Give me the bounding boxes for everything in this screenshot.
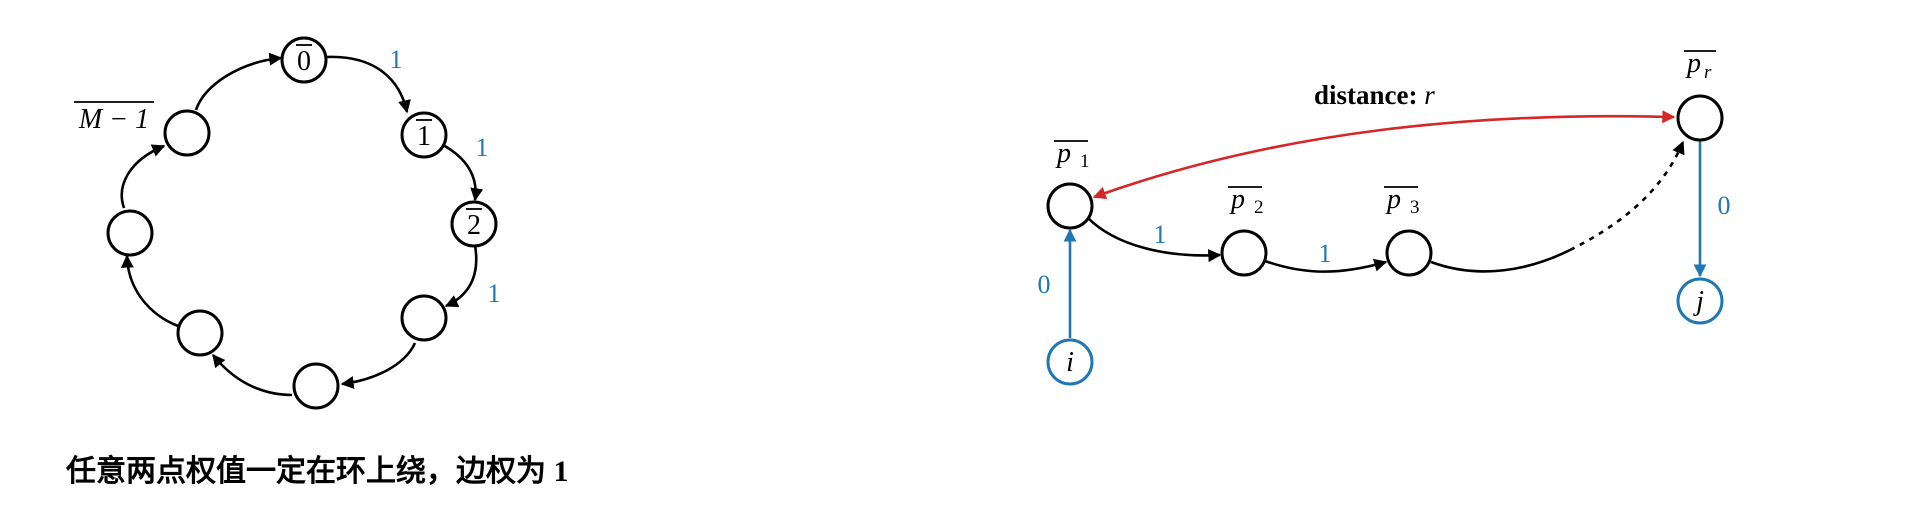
svg-text:1: 1 — [1080, 151, 1090, 172]
ring-caption: 任意两点权值一定在环上绕，边权为 1 — [65, 454, 569, 488]
weight-p1-p2: 1 — [1154, 220, 1167, 249]
ring-node-0-label: 0 — [297, 46, 311, 77]
ring-node-n5 — [176, 309, 224, 357]
ring-edge-2-n3 — [444, 244, 478, 308]
node-p2 — [1220, 229, 1268, 277]
ring-node-1-label: 1 — [417, 121, 431, 152]
node-p3 — [1385, 229, 1433, 277]
ring-node-n6 — [106, 209, 154, 257]
node-pr — [1676, 94, 1724, 142]
svg-text:p: p — [1229, 184, 1245, 215]
ring-weight-0-1: 1 — [390, 45, 403, 74]
weight-p2-p3: 1 — [1319, 239, 1332, 268]
ring-weight-1-2: 1 — [476, 133, 489, 162]
ring-edge-n5-n6 — [120, 254, 179, 328]
svg-text:p: p — [1385, 184, 1401, 215]
svg-text:p: p — [1055, 138, 1071, 169]
ring-node-2-label: 2 — [467, 210, 481, 241]
ring-node-n3 — [400, 294, 448, 342]
ring-node-0 — [280, 36, 328, 84]
node-p1 — [1046, 182, 1094, 230]
edge-pr-p1-distance — [1092, 110, 1676, 200]
edge-p1-p2 — [1087, 217, 1222, 263]
ring-edge-n6-m1 — [120, 144, 166, 209]
ring-node-2 — [450, 200, 498, 248]
ring-graph: 0 1 2 M − 1 1 1 1 任意两点权值一定在环上绕，边权为 1 — [65, 36, 569, 488]
svg-text:r: r — [1704, 62, 1712, 83]
svg-text:p: p — [1685, 48, 1701, 79]
ring-weight-2-n3: 1 — [488, 279, 501, 308]
edge-p2-p3 — [1264, 258, 1388, 273]
ring-node-1 — [400, 111, 448, 159]
ring-edge-m1-0 — [194, 52, 283, 111]
svg-text:3: 3 — [1410, 197, 1420, 218]
label-p2: p 2 — [1228, 184, 1264, 218]
ring-edge-1-2 — [442, 143, 484, 202]
ring-edge-n4-n5 — [211, 353, 293, 397]
label-pr: p r — [1684, 48, 1716, 83]
ring-node-m1 — [163, 109, 211, 157]
label-p1: p 1 — [1054, 138, 1090, 172]
ring-edge-n3-n4 — [340, 342, 417, 390]
edge-p3-pr-solid — [1430, 248, 1571, 273]
weight-pr-j: 0 — [1718, 191, 1731, 220]
edge-p3-pr-dashed — [1569, 140, 1685, 252]
node-j[interactable] — [1676, 277, 1724, 325]
node-i[interactable] — [1046, 338, 1094, 386]
label-p3: p 3 — [1384, 184, 1420, 218]
svg-text:2: 2 — [1254, 197, 1264, 218]
label-j: j — [1693, 286, 1704, 317]
path-graph: p 1 p 2 p 3 p r i j 0 1 1 0 distance: r — [1038, 48, 1731, 386]
ring-edge-0-1 — [325, 55, 411, 114]
distance-label: distance: r — [1314, 80, 1435, 110]
weight-i-p1: 0 — [1038, 270, 1051, 299]
ring-node-n4 — [292, 362, 340, 410]
label-i: i — [1066, 347, 1074, 378]
ring-node-m1-label: M − 1 — [78, 104, 149, 135]
